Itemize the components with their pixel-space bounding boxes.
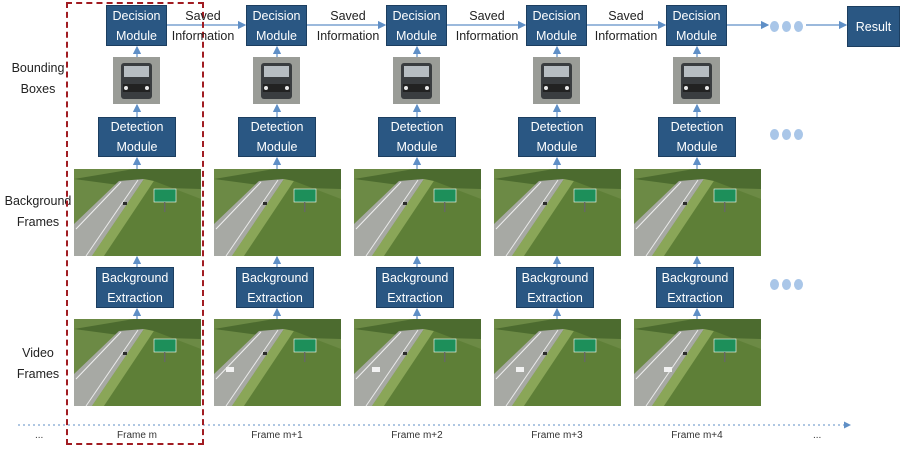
frame-label: Frame m+2: [391, 430, 443, 441]
saved-information-label: Saved Information: [594, 9, 658, 43]
saved-information-label: Saved Information: [316, 9, 380, 43]
row-label-video-frames: Video Frames: [16, 346, 60, 381]
dot: [794, 279, 803, 290]
background-frame: [74, 169, 201, 256]
dot: [770, 129, 779, 140]
timeline-ellipsis-right: ...: [813, 430, 822, 441]
row-label-background-frames: Background Frames: [4, 194, 72, 229]
dot: [782, 21, 791, 32]
video-frame: [74, 319, 201, 406]
frame-label: Frame m+4: [671, 430, 723, 441]
decision-module: Decision Module: [386, 5, 447, 46]
video-frame: [214, 319, 341, 406]
detection-module: Detection Module: [98, 117, 176, 157]
dot: [770, 279, 779, 290]
dot: [794, 21, 803, 32]
detection-module: Detection Module: [658, 117, 736, 157]
background-extraction-module: Background Extraction: [96, 267, 174, 308]
dot: [794, 129, 803, 140]
frame-label: Frame m+1: [251, 430, 303, 441]
background-extraction-module: Background Extraction: [376, 267, 454, 308]
vehicle-crop: [113, 57, 160, 104]
detection-module: Detection Module: [378, 117, 456, 157]
detection-module: Detection Module: [518, 117, 596, 157]
decision-module: Decision Module: [246, 5, 307, 46]
dot: [782, 279, 791, 290]
decision-module: Decision Module: [526, 5, 587, 46]
vehicle-crop: [253, 57, 300, 104]
video-frame: [634, 319, 761, 406]
background-extraction-module: Background Extraction: [236, 267, 314, 308]
continuation-dots-detection: [770, 129, 803, 140]
decision-module: Decision Module: [106, 5, 167, 46]
current-frame-highlight: [66, 2, 204, 445]
vehicle-crop: [393, 57, 440, 104]
dot: [770, 21, 779, 32]
frame-label: Frame m: [117, 430, 157, 441]
result-box: Result: [847, 6, 900, 47]
continuation-dots-top: [770, 21, 803, 32]
vehicle-crop: [533, 57, 580, 104]
detection-module: Detection Module: [238, 117, 316, 157]
video-frame: [354, 319, 481, 406]
vehicle-crop: [673, 57, 720, 104]
background-frame: [354, 169, 481, 256]
background-extraction-module: Background Extraction: [656, 267, 734, 308]
background-frame: [494, 169, 621, 256]
background-frame: [634, 169, 761, 256]
video-frame: [494, 319, 621, 406]
dot: [782, 129, 791, 140]
timeline-ellipsis-left: ...: [35, 430, 44, 441]
decision-module: Decision Module: [666, 5, 727, 46]
arrow-group: [18, 20, 851, 429]
background-extraction-module: Background Extraction: [516, 267, 594, 308]
row-label-bounding-boxes: Bounding Boxes: [11, 61, 65, 96]
saved-information-label: Saved Information: [455, 9, 519, 43]
background-frame: [214, 169, 341, 256]
frame-label: Frame m+3: [531, 430, 583, 441]
saved-information-label: Saved Information: [171, 9, 235, 43]
continuation-dots-background: [770, 279, 803, 290]
